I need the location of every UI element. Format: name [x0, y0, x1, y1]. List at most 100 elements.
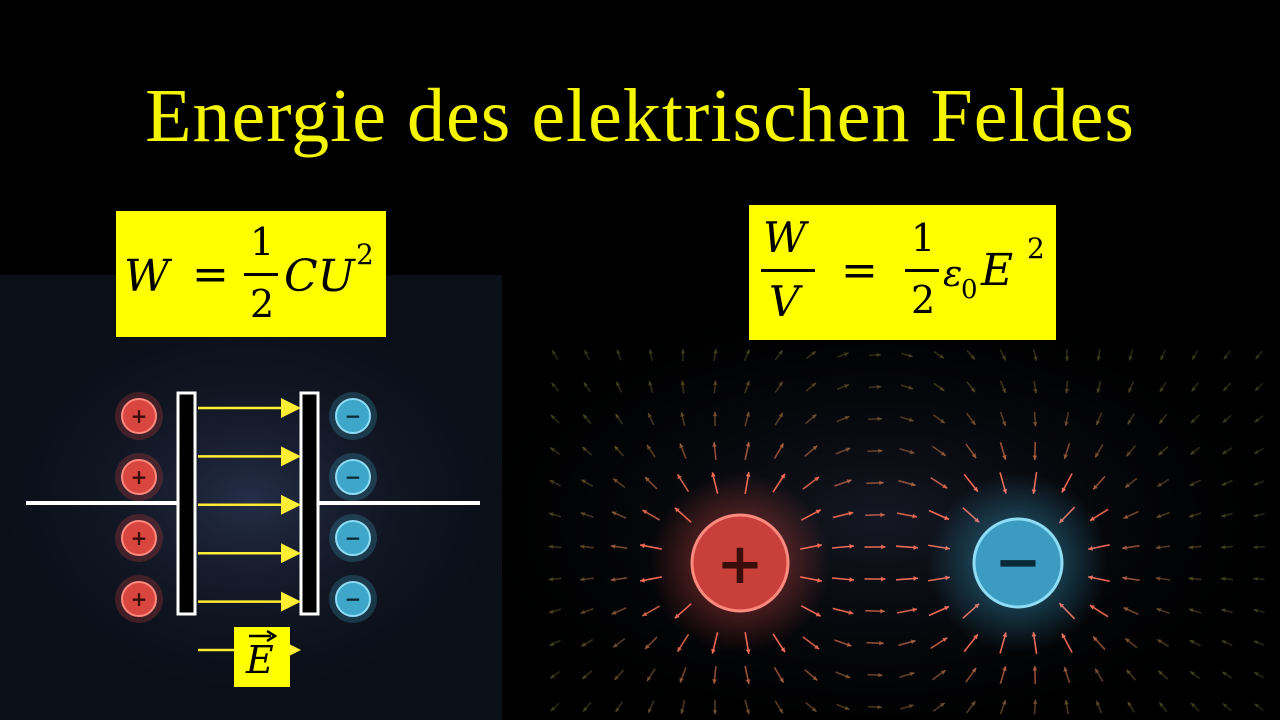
- field-arrow-head: [780, 473, 785, 479]
- field-arrow-shaft: [1189, 479, 1201, 487]
- field-arrow-shaft: [1189, 639, 1201, 647]
- capacitor-charges: +−+−+−+−: [115, 392, 377, 623]
- field-arrow-shaft: [1254, 703, 1264, 711]
- field-arrow-head: [1032, 455, 1038, 460]
- field-arrow-head: [679, 677, 684, 683]
- field-arrow-head: [1127, 419, 1133, 425]
- field-arrow-head: [583, 414, 588, 420]
- field-arrow-head: [1064, 421, 1069, 426]
- field-arrow-head: [1254, 449, 1260, 454]
- field-arrow-head: [812, 445, 818, 451]
- dipole-charges: + −: [650, 473, 1108, 653]
- negative-charge: [972, 517, 1064, 609]
- field-arrow-head: [550, 706, 556, 712]
- field-vector-label: E: [234, 627, 290, 687]
- field-arrow-head: [1223, 386, 1228, 392]
- field-arrow-shaft: [743, 349, 751, 361]
- field-arrow-head: [778, 412, 783, 418]
- field-arrow-head: [582, 674, 588, 680]
- field-arrow-shaft: [551, 349, 559, 361]
- field-arrow-shaft: [614, 701, 624, 713]
- field-arrow-head: [1125, 638, 1131, 643]
- field-arrow-head: [745, 679, 751, 684]
- field-arrow-head: [712, 380, 718, 386]
- field-arrow-head: [745, 411, 751, 417]
- field-arrow-shaft: [1190, 702, 1200, 712]
- field-arrow-head: [881, 544, 886, 550]
- field-arrow-head: [680, 412, 685, 418]
- field-arrow-head: [1095, 420, 1101, 426]
- field-arrow-shaft: [1190, 382, 1200, 392]
- field-arrow-head: [970, 701, 976, 707]
- field-arrow-head: [1156, 513, 1162, 519]
- field-arrow-head: [551, 382, 557, 388]
- field-arrow-head: [1221, 513, 1227, 518]
- field-arrow-head: [879, 480, 884, 486]
- field-arrow-head: [812, 675, 818, 681]
- field-arrow-head: [1001, 355, 1006, 361]
- field-arrow-shaft: [933, 351, 945, 359]
- field-arrow-head: [1063, 667, 1069, 672]
- field-arrow-head: [549, 512, 554, 517]
- field-arrow-head: [712, 679, 717, 684]
- field-arrow-head: [1188, 608, 1194, 613]
- field-arrow-head: [552, 350, 557, 356]
- field-arrow-head: [849, 577, 854, 582]
- field-arrow-head: [815, 509, 821, 515]
- positive-charge: [690, 513, 790, 613]
- vector-arrow-icon: [249, 630, 277, 642]
- field-arrow-shaft: [1188, 545, 1202, 549]
- plus-sign: +: [131, 587, 148, 611]
- field-arrow-shaft: [713, 380, 717, 394]
- field-arrow-shaft: [1096, 380, 1102, 394]
- formula-exponent: 2: [356, 238, 374, 271]
- field-arrow-head: [811, 382, 816, 388]
- field-arrow-head: [647, 708, 653, 714]
- field-arrow-head: [848, 610, 854, 615]
- field-arrow-head: [1188, 513, 1194, 518]
- field-arrow-head: [1063, 454, 1069, 459]
- field-arrow-shaft: [550, 414, 560, 424]
- field-arrow-shaft: [581, 446, 593, 456]
- field-arrow-head: [1002, 454, 1007, 460]
- field-arrow-shaft: [1188, 608, 1202, 614]
- field-arrow-shaft: [1157, 670, 1169, 680]
- field-arrow-head: [910, 481, 916, 487]
- field-arrow-shaft: [1221, 639, 1233, 647]
- field-arrow-shaft: [1159, 349, 1167, 361]
- field-arrow-head: [745, 709, 751, 715]
- field-arrow-shaft: [836, 383, 850, 391]
- field-arrow-head: [1254, 703, 1260, 709]
- field-arrow-head: [1254, 417, 1260, 423]
- formula-equals: =: [192, 249, 229, 300]
- negative-charge-small: [335, 581, 371, 617]
- field-arrow-head: [1155, 544, 1161, 550]
- field-arrow-shaft: [548, 512, 562, 518]
- field-arrow-head: [679, 443, 684, 449]
- field-arrow-head: [1221, 481, 1227, 486]
- field-arrow-shaft: [1221, 671, 1233, 679]
- field-arrow-shaft: [774, 349, 784, 361]
- field-arrow-head: [548, 576, 554, 582]
- field-arrow-head: [1064, 700, 1069, 705]
- field-arrow-head: [908, 703, 914, 709]
- field-arrow-head: [778, 708, 783, 714]
- formula-lhs: W: [124, 251, 170, 302]
- formula-term: CU: [284, 251, 355, 302]
- field-arrow-head: [548, 544, 554, 550]
- field-arrow-head: [1222, 703, 1228, 709]
- field-arrow-head: [1221, 608, 1227, 613]
- field-arrow-head: [880, 608, 885, 614]
- field-arrow-head: [645, 477, 650, 482]
- field-arrow-head: [580, 511, 586, 517]
- field-arrow-shaft: [550, 702, 560, 712]
- field-arrow-head: [614, 675, 620, 680]
- field-arrow-shaft: [900, 384, 914, 390]
- field-arrow-shaft: [1188, 577, 1202, 581]
- field-arrow-shaft: [583, 349, 591, 361]
- negative-charge-sign: −: [995, 530, 1042, 595]
- field-arrow-head: [877, 416, 882, 422]
- field-arrow-head: [1157, 639, 1163, 644]
- field-arrow-shaft: [1253, 608, 1265, 614]
